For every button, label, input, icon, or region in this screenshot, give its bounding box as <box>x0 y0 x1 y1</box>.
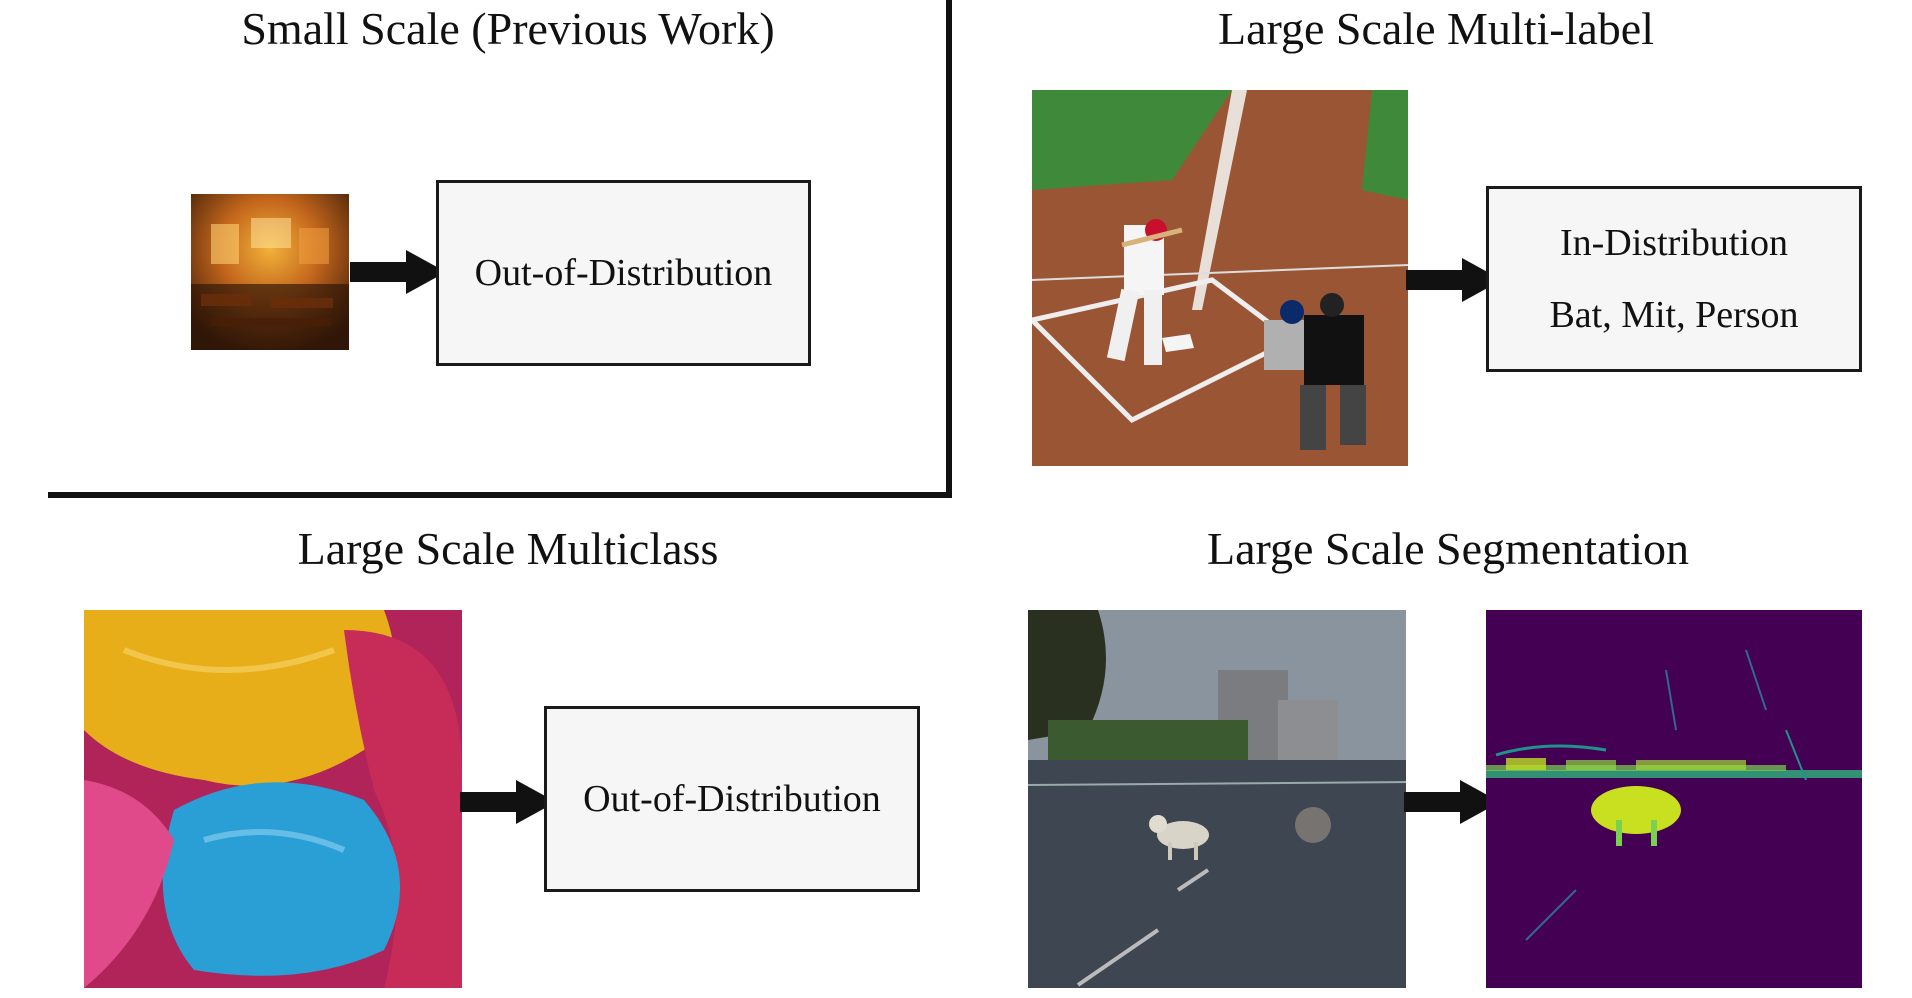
baseball-image <box>1032 90 1408 466</box>
out-of-distribution-box: Out-of-Distribution <box>436 180 811 366</box>
arrow-icon <box>1404 780 1500 824</box>
arrow-icon <box>1406 258 1502 302</box>
anomaly-heatmap <box>1486 610 1862 988</box>
multilabel-title: Large Scale Multi-label <box>1218 3 1654 54</box>
vertical-divider <box>946 0 952 498</box>
box-label: Out-of-Distribution <box>474 252 773 294</box>
in-distribution-label: In-Distribution <box>1560 222 1788 264</box>
small-scale-title: Small Scale (Previous Work) <box>241 3 775 54</box>
in-distribution-box: In-Distribution Bat, Mit, Person <box>1486 186 1862 372</box>
segmentation-title: Large Scale Segmentation <box>1207 523 1689 574</box>
out-of-distribution-box: Out-of-Distribution <box>544 706 920 892</box>
blurry-library-image <box>191 194 349 350</box>
street-scene-image <box>1028 610 1406 988</box>
box-label: Out-of-Distribution <box>583 778 881 820</box>
arrow-icon <box>460 780 556 824</box>
cheesecloth-image <box>84 610 462 988</box>
labels-text: Bat, Mit, Person <box>1549 294 1799 336</box>
multiclass-title: Large Scale Multiclass <box>297 523 719 574</box>
arrow-icon <box>350 250 446 294</box>
horizontal-divider <box>48 492 952 498</box>
